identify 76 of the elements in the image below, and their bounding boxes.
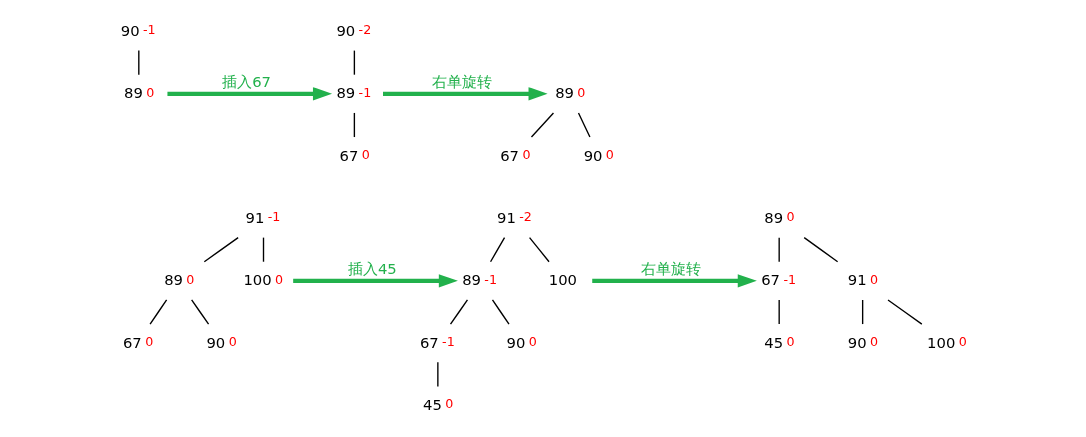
node-label: 0 [786,333,795,349]
node-label: 0 [361,146,370,162]
node-text: 89 [764,208,784,226]
connector [530,112,555,138]
connector [778,299,780,325]
node-text: 67 [419,333,439,351]
arrow [383,87,548,101]
node-text: 100 [927,333,956,351]
connector [203,236,239,263]
node-label: -1 [358,84,372,100]
node-label: 0 [228,333,237,349]
node-text: 90 [506,333,526,351]
connector [803,236,839,263]
node-label: -2 [519,209,532,225]
edge-label: 插入45 [347,259,397,277]
node-label: 0 [528,333,537,349]
connector [491,299,510,325]
connector [577,112,591,138]
node-label: 0 [522,146,531,162]
node-text: 89 [555,84,574,102]
node-label: -1 [143,22,156,38]
node-text: 89 [462,271,481,289]
connector [149,299,168,325]
node-text: 100 [243,271,272,289]
arrow [167,87,333,101]
node-text: 90 [583,146,603,164]
node-text: 91 [245,208,265,226]
node-text: 89 [124,84,143,102]
node-text: 90 [336,21,356,39]
edge-label: 右单旋转 [432,72,493,90]
node-text: 100 [548,271,578,289]
connector [449,299,469,325]
connector [861,299,864,325]
node-label: -1 [484,271,497,287]
connector [138,49,140,76]
node-label: -1 [442,333,455,349]
node-text: 89 [336,84,356,102]
arrow [293,274,458,288]
node-label: 0 [786,209,795,225]
node-label: -1 [783,271,797,287]
node-label: 0 [870,333,879,349]
node-text: 45 [423,395,442,413]
connector [528,236,550,263]
node-label: 0 [577,84,586,100]
connector [353,112,356,138]
node-label: 0 [870,271,879,287]
node-label: 0 [275,271,284,287]
edge-label: 插入67 [222,72,271,90]
connector [262,236,265,263]
node-text: 90 [206,333,226,351]
node-text: 90 [847,333,867,351]
node-label: 0 [145,333,154,349]
edge-label: 右单旋转 [641,259,702,277]
node-text: 45 [764,333,784,351]
node-text: 91 [847,271,867,289]
connector [190,299,210,325]
connector [353,49,356,76]
node-text: 67 [122,333,142,351]
connector [778,236,780,263]
node-label: 0 [958,333,967,349]
node-text: 67 [500,146,520,164]
node-text: 91 [497,208,516,226]
connector [887,299,923,325]
connector [437,361,439,388]
node-text: 67 [339,146,359,164]
node-label: 0 [146,84,155,100]
connector [489,236,506,263]
node-text: 90 [120,21,140,39]
node-label: 0 [445,396,454,412]
node-label: -2 [358,22,372,38]
node-text: 67 [761,271,781,289]
node-label: 0 [605,146,614,162]
node-label: 0 [186,271,195,287]
node-text: 89 [164,271,183,289]
arrow [592,274,757,288]
node-label: -1 [267,209,281,225]
